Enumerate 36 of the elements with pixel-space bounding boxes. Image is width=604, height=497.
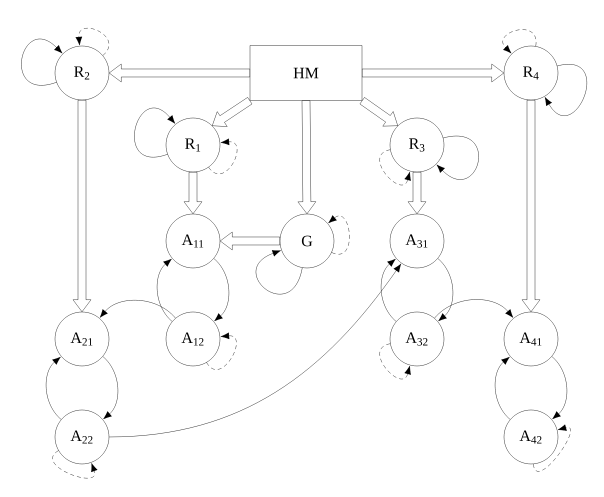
hollow-arrow bbox=[184, 172, 202, 214]
loop-arrow bbox=[436, 136, 479, 180]
process-box: HM bbox=[250, 45, 362, 101]
loop-arrow bbox=[544, 64, 587, 116]
arrow bbox=[214, 258, 230, 322]
hollow-arrow bbox=[362, 64, 504, 82]
arrow bbox=[552, 356, 568, 420]
arrow bbox=[494, 356, 510, 420]
loop-arrow bbox=[76, 28, 110, 56]
hollow-arrow bbox=[408, 172, 426, 214]
loop-arrow bbox=[21, 38, 62, 86]
loop-arrow bbox=[206, 332, 237, 370]
hollow-arrow bbox=[298, 100, 316, 214]
hollow-arrow bbox=[522, 100, 540, 312]
hollow-arrow bbox=[72, 100, 92, 312]
hollow-arrow bbox=[109, 64, 250, 82]
loop-arrow bbox=[328, 215, 350, 254]
arrow bbox=[109, 264, 402, 438]
loop-arrow bbox=[208, 138, 238, 174]
arrow bbox=[434, 299, 514, 318]
loop-arrow bbox=[533, 424, 571, 472]
hollow-arrow bbox=[212, 97, 252, 127]
loop-arrow bbox=[380, 150, 411, 186]
loop-arrow bbox=[380, 344, 411, 380]
hollow-arrow bbox=[360, 97, 398, 126]
arrow bbox=[156, 258, 172, 322]
arrow bbox=[100, 300, 176, 318]
arrow bbox=[102, 356, 118, 420]
arrow bbox=[438, 258, 454, 322]
loop-arrow bbox=[134, 108, 176, 158]
loop-arrow bbox=[52, 450, 98, 478]
hollow-arrow bbox=[220, 232, 280, 250]
arrow bbox=[380, 258, 396, 322]
loop-arrow bbox=[256, 250, 302, 294]
arrow bbox=[46, 356, 62, 420]
loop-arrow bbox=[502, 29, 536, 54]
